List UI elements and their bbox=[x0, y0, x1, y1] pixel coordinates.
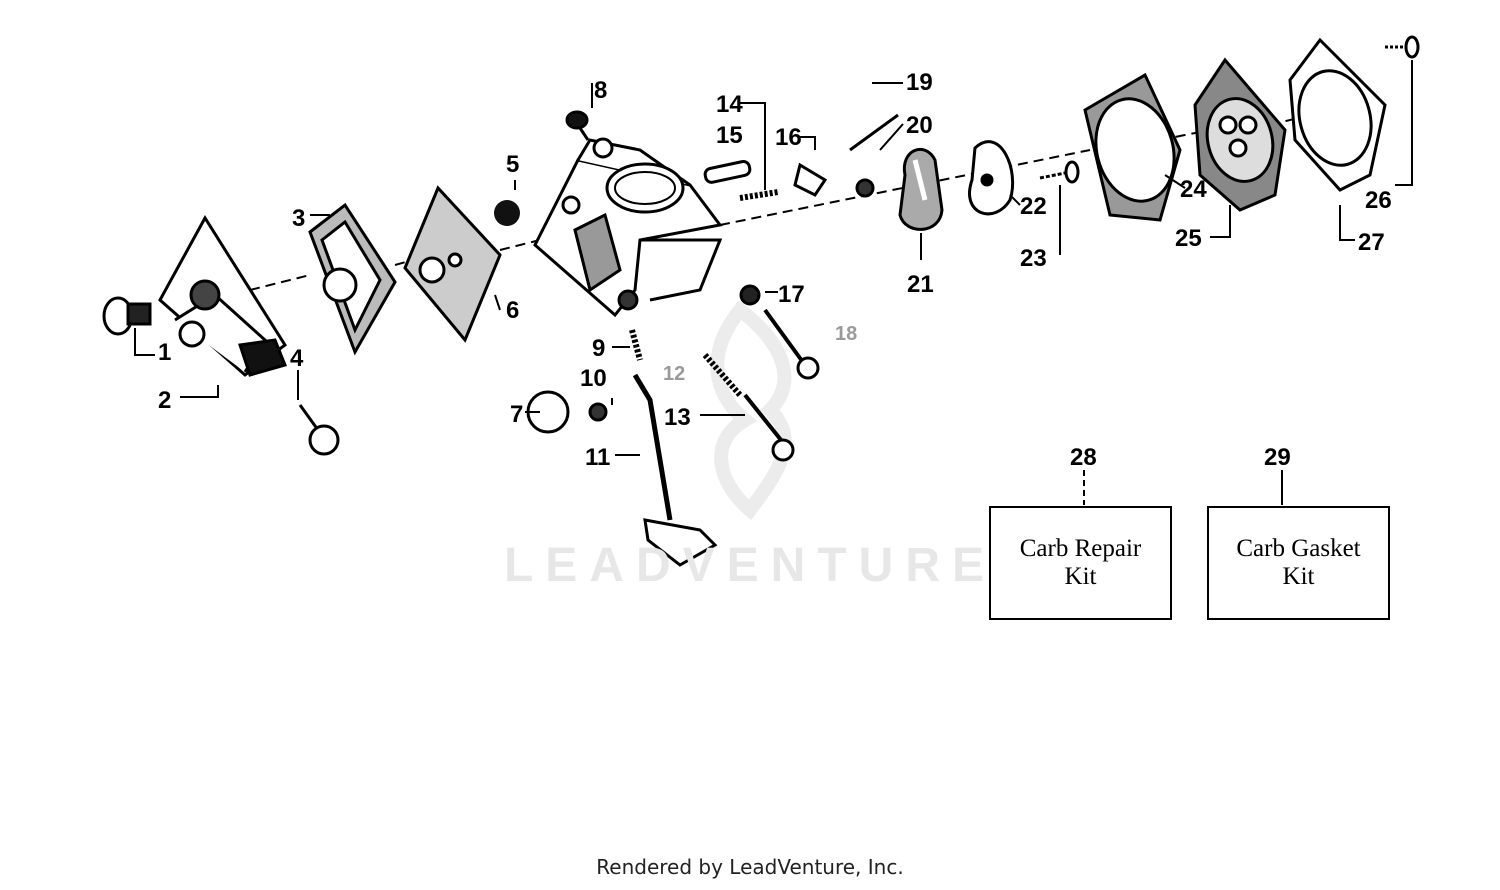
callout-11: 11 bbox=[585, 444, 610, 471]
callout-19: 19 bbox=[906, 69, 933, 96]
callout-15: 15 bbox=[716, 122, 743, 149]
carb-repair-kit-label-line2: Kit bbox=[1064, 563, 1097, 590]
part-27-screw bbox=[1385, 35, 1420, 59]
callout-23: 23 bbox=[1020, 245, 1047, 272]
carb-gasket-kit-box: Carb Gasket Kit bbox=[1207, 506, 1390, 620]
callout-3: 3 bbox=[292, 205, 305, 232]
callout-22: 22 bbox=[1020, 193, 1047, 220]
callout-6: 6 bbox=[506, 297, 519, 324]
callout-25: 25 bbox=[1175, 225, 1202, 252]
carb-gasket-kit-label-line1: Carb Gasket bbox=[1236, 535, 1361, 562]
lower-parts bbox=[526, 284, 820, 567]
part-21-plate bbox=[898, 147, 944, 231]
callout-20: 20 bbox=[906, 112, 933, 139]
part-3-gasket bbox=[308, 202, 397, 356]
callout-17: 17 bbox=[778, 281, 805, 308]
callout-26: 26 bbox=[1365, 187, 1392, 214]
kit-28-number: 28 bbox=[1070, 444, 1097, 471]
callout-9: 9 bbox=[592, 335, 605, 362]
part-1-screw bbox=[102, 296, 152, 336]
part-2-cover bbox=[158, 215, 288, 377]
callout-labels: 1 2 3 4 5 6 7 8 9 10 11 12 13 14 15 16 1… bbox=[158, 69, 1392, 471]
leader-lines bbox=[134, 60, 1413, 505]
part-22-disc bbox=[968, 140, 1015, 216]
callout-5: 5 bbox=[506, 151, 519, 178]
callout-18: 18 bbox=[835, 323, 857, 345]
part-8-screw bbox=[565, 110, 590, 141]
part-14-15-pin-spring bbox=[703, 159, 779, 201]
callout-14: 14 bbox=[716, 91, 743, 118]
part-23-screw bbox=[1039, 160, 1080, 184]
callout-24: 24 bbox=[1180, 176, 1207, 203]
part-6-diaphragm bbox=[403, 185, 502, 343]
callout-7: 7 bbox=[510, 401, 523, 428]
part-19-20-shaft bbox=[849, 113, 899, 198]
carb-gasket-kit-label-line2: Kit bbox=[1282, 563, 1315, 590]
callout-27: 27 bbox=[1358, 229, 1385, 256]
carb-repair-kit-box: Carb Repair Kit bbox=[989, 506, 1172, 620]
kit-29-number: 29 bbox=[1264, 444, 1291, 471]
callout-8: 8 bbox=[594, 77, 607, 104]
callout-16: 16 bbox=[775, 124, 802, 151]
part-16-lever bbox=[793, 162, 828, 197]
part-4-screw bbox=[298, 404, 340, 456]
callout-21: 21 bbox=[907, 271, 934, 298]
callout-4: 4 bbox=[290, 345, 304, 372]
callout-13: 13 bbox=[664, 404, 691, 431]
carburetor-body bbox=[533, 137, 723, 318]
callout-10: 10 bbox=[580, 365, 607, 392]
watermark-logo bbox=[710, 300, 792, 521]
part-24-gasket bbox=[1083, 72, 1182, 222]
part-25-diaphragm bbox=[1193, 57, 1287, 212]
callout-12: 12 bbox=[663, 363, 685, 385]
callout-1: 1 bbox=[158, 339, 171, 366]
carb-repair-kit-label-line1: Carb Repair bbox=[1019, 535, 1142, 562]
callout-2: 2 bbox=[158, 387, 171, 414]
footer-credit: Rendered by LeadVenture, Inc. bbox=[596, 855, 904, 879]
part-26-cover bbox=[1288, 37, 1387, 192]
part-5-plug bbox=[494, 200, 520, 226]
